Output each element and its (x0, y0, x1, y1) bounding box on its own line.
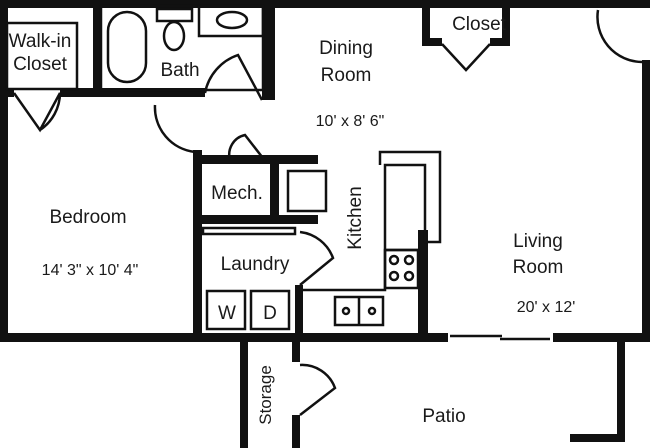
washer-label: W (218, 303, 236, 324)
closet-label: Closet (452, 14, 507, 35)
mech-label: Mech. (211, 183, 263, 204)
walk-in-closet-label: Walk-in (9, 31, 72, 52)
bedroom-door[interactable] (153, 104, 196, 154)
dining-room-dimensions: 10' x 8' 6" (316, 113, 385, 130)
bath-label: Bath (160, 60, 199, 81)
dryer-label: D (263, 303, 277, 324)
bathtub-icon (106, 10, 148, 84)
storage-label: Storage (256, 365, 275, 425)
fixtures (5, 4, 550, 341)
living-room-dimensions: 20' x 12' (517, 299, 576, 316)
dining-room-label-2: Room (321, 65, 372, 86)
closet-door[interactable] (12, 92, 62, 133)
vanity (197, 4, 265, 38)
walk-in-closet-label-2: Closet (13, 54, 68, 75)
range-icon (383, 248, 420, 290)
sink-icon (215, 10, 249, 30)
closet-door-2[interactable] (441, 43, 491, 72)
mech-door[interactable] (228, 133, 267, 163)
dryer-icon (249, 289, 291, 331)
refrigerator-icon (286, 169, 328, 213)
sliding-door[interactable] (450, 334, 550, 341)
toilet-tank-icon (155, 7, 194, 23)
bath-door[interactable] (203, 53, 264, 101)
doors (12, 9, 643, 416)
living-room-label-2: Room (513, 257, 564, 278)
bedroom-label: Bedroom (49, 207, 126, 228)
entry-door[interactable] (596, 9, 643, 64)
toilet-icon (162, 20, 186, 52)
bedroom-dimensions: 14' 3" x 10' 4" (42, 262, 139, 279)
patio-label: Patio (422, 406, 465, 427)
dining-room-label: Dining (319, 38, 373, 59)
living-room-label: Living (513, 231, 563, 252)
washer-icon (205, 289, 247, 331)
laundry-label: Laundry (221, 254, 290, 275)
storage-door[interactable] (299, 363, 337, 416)
kitchen-label: Kitchen (345, 186, 366, 249)
laundry-door[interactable] (299, 230, 335, 286)
